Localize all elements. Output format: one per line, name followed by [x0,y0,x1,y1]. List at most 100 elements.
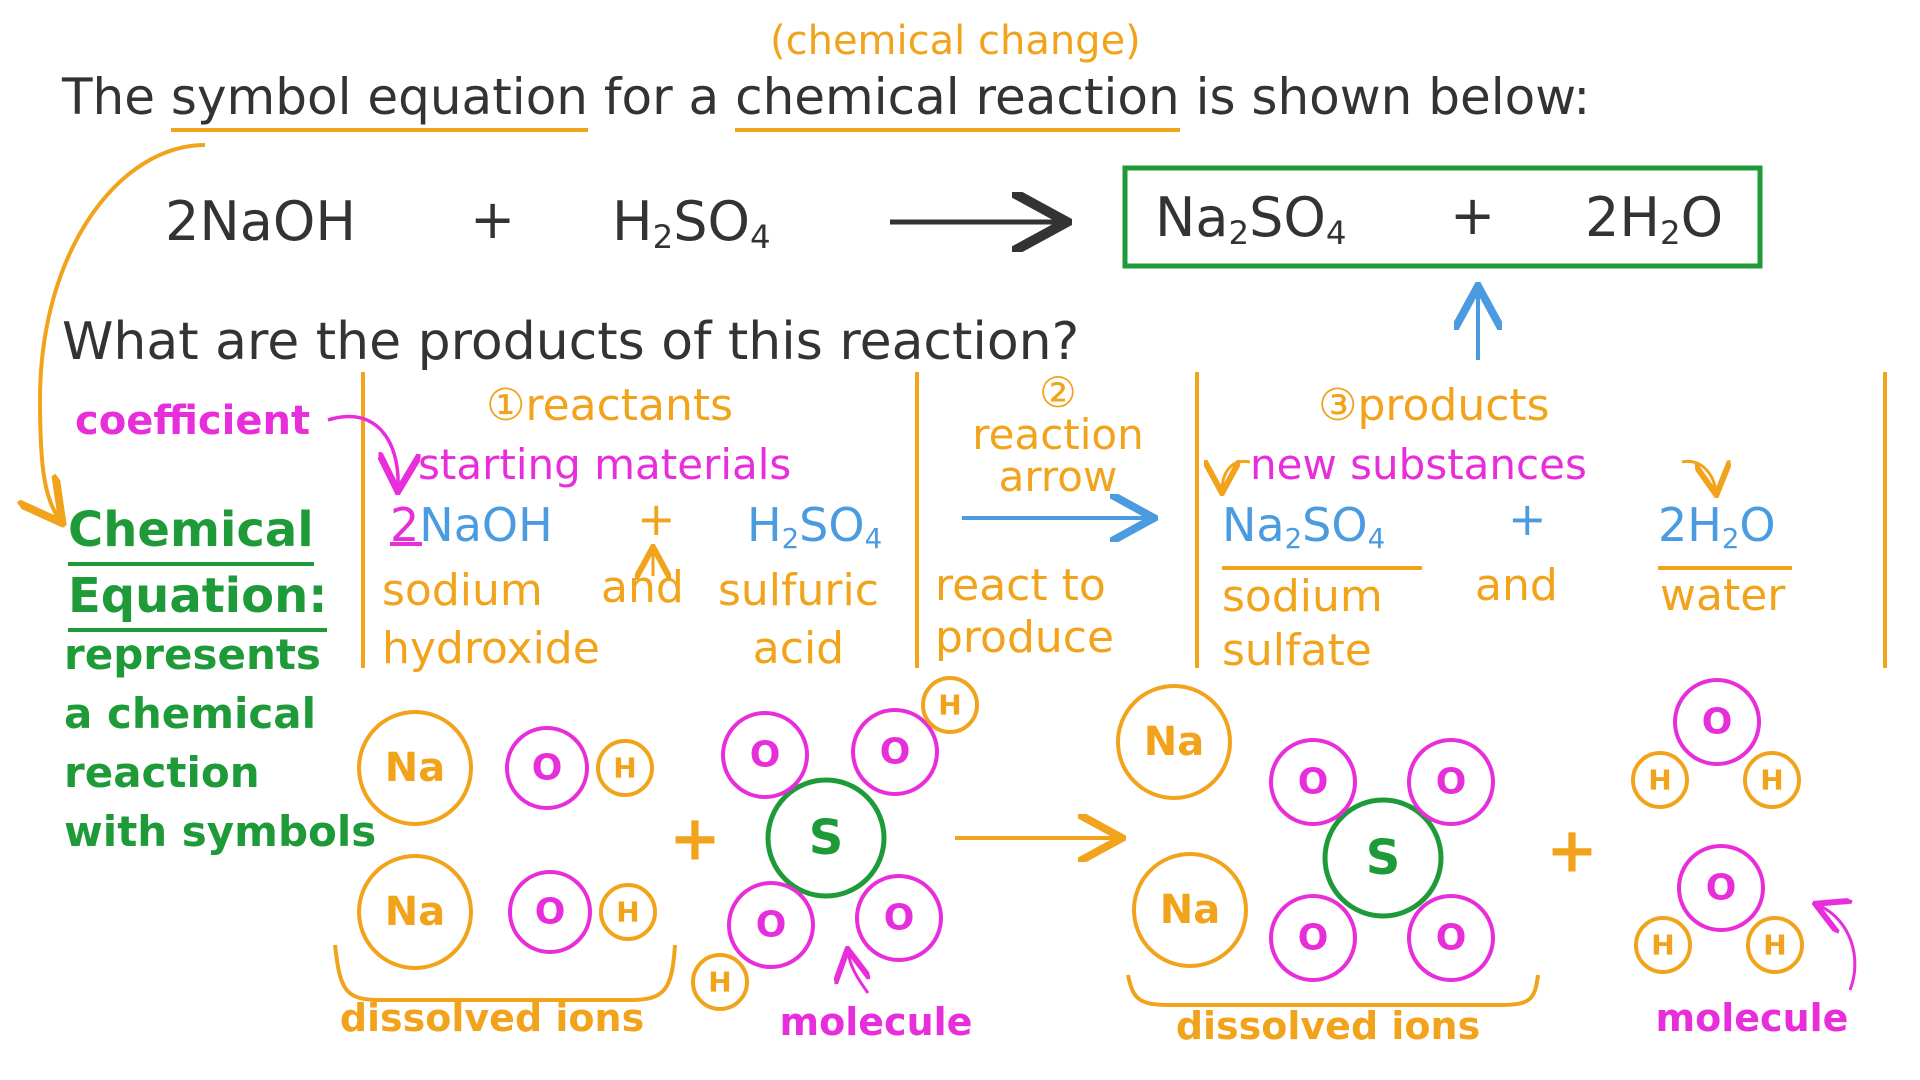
acid-word: acid [752,623,845,674]
o-label: O [1702,702,1733,743]
eq-r2-so: SO [673,190,750,253]
eq-r2-sub: 2 [652,218,674,257]
na-label: Na [1144,719,1204,765]
orange-curve-arrow [40,143,206,520]
eq-reactant-1: 2NaOH [165,190,356,253]
o-label: O [535,892,566,933]
coefficient-label: coefficient [75,398,311,444]
na2so4-sub: 2 [1284,521,1303,555]
h-label: H [708,966,731,999]
plus-label: + [669,802,721,875]
eq-plus-2: + [1450,184,1496,247]
chemical-change-annotation: (chemical change) [770,18,1141,64]
desc-line-3: reaction [64,748,260,797]
na2so4-na: Na [1222,498,1285,552]
h-label: H [1648,764,1671,797]
sodium-word: sodium [382,565,543,616]
intro-start: The [62,68,155,126]
eq-p1-sub2: 4 [1325,214,1347,253]
h2so4-formula: H2SO4 [747,498,882,555]
intro-sentence: The symbol equation for a chemical react… [62,68,1591,132]
eq-r2-sub2: 4 [750,218,771,257]
arrow-column-title: ② reaction arrow [948,372,1168,498]
reactant-particles [333,676,979,1011]
eq-product-2: 2H2O [1585,186,1723,252]
sulfuric-word: sulfuric [718,565,879,616]
o-label: O [756,905,787,946]
coefficient-arrow [327,414,398,488]
new-substances-left-curl [1222,459,1251,490]
h2o-formula: 2H2O [1658,498,1776,555]
symbol-equation-term: symbol equation [170,68,588,132]
arrow-word: arrow [998,452,1118,501]
water-word: water [1660,570,1786,621]
desc-line-2: a chemical [64,689,317,738]
chemical-reaction-term: chemical reaction [735,68,1180,132]
reactants-header: ①reactants [486,380,734,431]
plus-label: + [1546,814,1598,887]
o-label: O [1298,762,1329,803]
products-box [1122,165,1763,269]
chemical-equation-title: Chemical Equation: [68,500,328,632]
question-text: What are the products of this reaction? [62,312,1080,372]
dissolved-ions-label-left: dissolved ions [340,996,644,1040]
eq-r2-h: H [612,190,653,253]
eq-p2-h: 2H [1585,186,1660,249]
h2so4-sub2: 4 [864,521,883,555]
eq-reactant-2: H2SO4 [612,190,771,256]
naoh-text: NaOH [419,498,553,552]
desc-line-4: with symbols [64,807,377,856]
h2o-h: 2H [1658,498,1722,552]
o-label: O [1436,762,1467,803]
products-plus: + [1508,492,1547,546]
and-reactants: and [601,562,684,613]
eq-p1-sub: 2 [1228,214,1250,253]
o-label: O [1706,868,1737,909]
arrow-number: ② [1039,368,1077,417]
o-label: O [750,735,781,776]
title-line-2: Equation: [68,566,328,632]
h-label: H [1651,929,1674,962]
h-label: H [1760,764,1783,797]
eq-p1-so: SO [1249,186,1326,249]
o-label: O [1436,918,1467,959]
molecule-label-right: molecule [1656,996,1849,1040]
h2so4-so: SO [799,498,865,552]
na2so4-formula: Na2SO4 [1222,498,1385,555]
naoh-formula: 2NaOH [390,498,553,552]
new-substances-right-curl [1681,459,1716,492]
na-label: Na [385,745,445,791]
naoh-coefficient: 2 [390,498,420,552]
o-label: O [884,898,915,939]
starting-materials-label: starting materials [418,440,792,489]
product-particles [1116,678,1857,1007]
intro-end: is shown below: [1195,68,1591,126]
new-substances-label: new substances [1250,440,1587,489]
na-label: Na [1160,887,1220,933]
h2o-sub: 2 [1721,521,1740,555]
desc-line-1: represents [64,630,321,679]
reaction-word: reaction [972,410,1144,459]
dissolved-ions-label-right: dissolved ions [1176,1004,1480,1048]
h-label: H [938,689,961,722]
o-label: O [880,732,911,773]
products-header: ③products [1318,380,1550,431]
hydroxide-word: hydroxide [382,623,600,674]
o-label: O [532,748,563,789]
eq-p2-sub: 2 [1659,214,1681,253]
sulfate-word: sulfate [1222,625,1372,676]
title-line-1: Chemical [68,500,314,566]
h2so4-h: H [747,498,782,552]
s-label: S [1366,830,1401,886]
eq-plus-1: + [470,188,516,251]
s-label: S [809,810,844,866]
reactants-plus: + [637,492,676,546]
h-label: H [616,896,639,929]
particle-labels: Na O H Na O H + S O O O O H H Na Na S O … [340,689,1849,1049]
o-label: O [1298,918,1329,959]
react-to-line: react to [935,560,1106,611]
eq-p2-o: O [1680,186,1724,249]
intro-mid: for a [603,68,720,126]
sodium2-word: sodium [1222,571,1383,622]
na2so4-sub2: 4 [1367,521,1386,555]
